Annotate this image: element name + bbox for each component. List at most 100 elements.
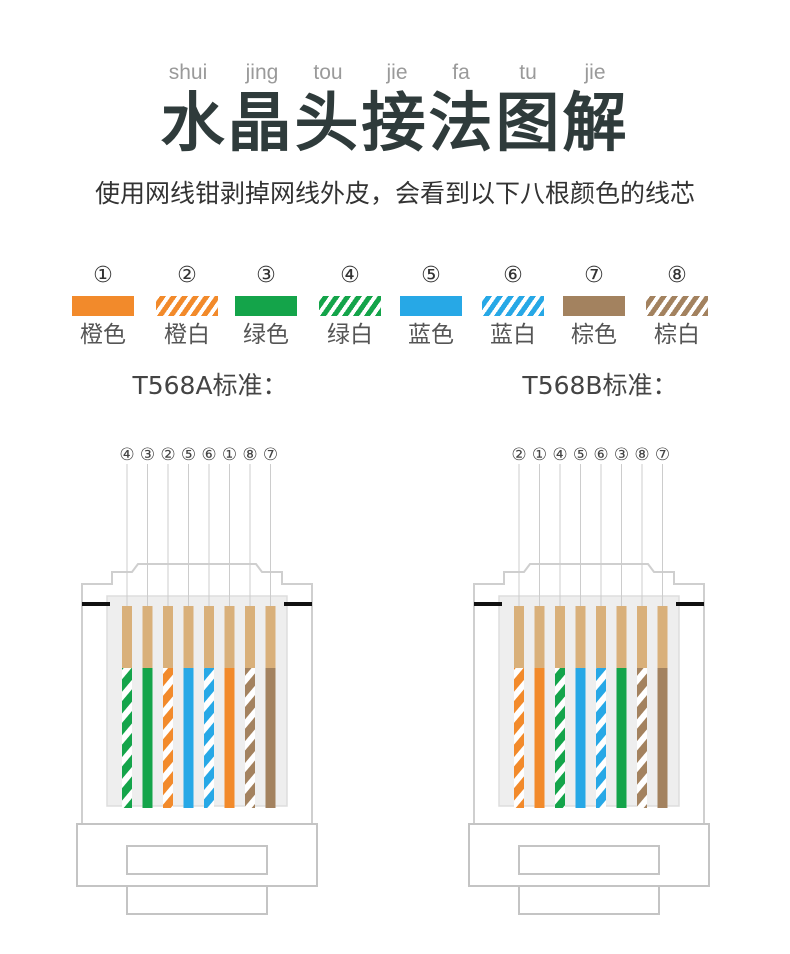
legend-label: 绿白 (327, 322, 373, 348)
wire-order-label: ① (222, 445, 237, 465)
wire-tip (534, 606, 545, 668)
legend-item-green: ③ 绿色 (224, 262, 308, 350)
wire-order-label: ⑥ (593, 445, 608, 465)
wire-core (122, 668, 132, 808)
plug-boot-slot (126, 845, 268, 875)
legend-label: 棕白 (654, 322, 700, 348)
legend-label: 橙白 (164, 322, 210, 348)
wire-core (555, 668, 565, 808)
wire-core (265, 668, 276, 808)
page-subtitle: 使用网线钳剥掉网线外皮，会看到以下八根颜色的线芯 (94, 179, 695, 208)
wire-tip (575, 606, 586, 668)
legend-number: ① (93, 263, 113, 288)
wire-core (204, 668, 214, 808)
legend-swatch (400, 296, 462, 316)
wire-tip (122, 606, 132, 668)
wire-order-label: ① (532, 445, 547, 465)
legend-label: 绿色 (243, 322, 289, 348)
pinyin-row: shui jing tou jie fa tu jie (0, 60, 790, 86)
wire-order-label: ④ (119, 445, 134, 465)
legend-swatch (319, 296, 381, 316)
wire-core (142, 668, 153, 808)
wire-core (575, 668, 586, 808)
pinyin-syllable: jing (245, 61, 279, 84)
wire-order-label: ④ (552, 445, 567, 465)
t568a-label: T568A标准： (132, 371, 288, 400)
wire-core (183, 668, 194, 808)
page-title: 水晶头接法图解 (160, 87, 630, 161)
wire-order-label: ⑧ (634, 445, 649, 465)
legend-label: 棕色 (571, 322, 617, 348)
legend-swatch (235, 296, 297, 316)
pinyin-syllable: tu (519, 61, 537, 84)
pinyin-syllable: shui (168, 61, 208, 84)
legend-number: ⑥ (503, 263, 523, 288)
wire-order-label: ⑦ (263, 445, 278, 465)
t568b-label: T568B标准： (522, 371, 678, 400)
legend-number: ③ (256, 263, 276, 288)
wire-core (514, 668, 524, 808)
wire-tip (514, 606, 524, 668)
plug-cable-end (126, 885, 268, 915)
wire-tip (245, 606, 255, 668)
plug-top-outline (81, 563, 313, 604)
wire-tip (163, 606, 173, 668)
wire-tip (555, 606, 565, 668)
legend-item-brown-white: ⑧ 棕白 (635, 262, 719, 350)
plug-top-outline (473, 563, 705, 604)
legend-label: 橙色 (80, 322, 126, 348)
plug-housing (106, 595, 288, 807)
wire-tip (616, 606, 627, 668)
plug-cable-end (518, 885, 660, 915)
wire-core (534, 668, 545, 808)
wire-core (616, 668, 627, 808)
wire-order-label: ③ (140, 445, 155, 465)
wire-core (657, 668, 668, 808)
wire-core (163, 668, 173, 808)
legend-swatch (156, 296, 218, 316)
wire-tip (265, 606, 276, 668)
wire-order-label: ⑤ (573, 445, 588, 465)
wire-tip (204, 606, 214, 668)
pinyin-syllable: jie (584, 61, 606, 84)
wire-tip (657, 606, 668, 668)
legend-item-blue: ⑤ 蓝色 (389, 262, 473, 350)
wire-core (224, 668, 235, 808)
wire-tip (142, 606, 153, 668)
legend-item-orange: ① 橙色 (61, 262, 145, 350)
wire-order-label: ② (160, 445, 175, 465)
legend-item-blue-white: ⑥ 蓝白 (471, 262, 555, 350)
wire-tip (224, 606, 235, 668)
legend-label: 蓝色 (408, 322, 454, 348)
wire-order-label: ② (511, 445, 526, 465)
legend-number: ② (177, 263, 197, 288)
plug-housing (498, 595, 680, 807)
legend-number: ⑧ (667, 263, 687, 288)
legend-swatch (72, 296, 134, 316)
plug-boot-slot (518, 845, 660, 875)
legend-item-orange-white: ② 橙白 (145, 262, 229, 350)
wire-order-label: ③ (614, 445, 629, 465)
legend-label: 蓝白 (490, 322, 536, 348)
legend-item-brown: ⑦ 棕色 (552, 262, 636, 350)
legend-item-green-white: ④ 绿白 (308, 262, 392, 350)
legend-swatch (482, 296, 544, 316)
wire-tip (637, 606, 647, 668)
legend-number: ⑦ (584, 263, 604, 288)
pinyin-syllable: jie (386, 61, 408, 84)
wire-order-label: ⑤ (181, 445, 196, 465)
wire-core (637, 668, 647, 808)
legend-swatch (646, 296, 708, 316)
wire-core (596, 668, 606, 808)
pinyin-syllable: tou (313, 61, 343, 84)
legend-swatch (563, 296, 625, 316)
wire-order-label: ⑦ (655, 445, 670, 465)
wire-order-label: ⑥ (201, 445, 216, 465)
plug-boot (76, 823, 318, 887)
legend-number: ⑤ (421, 263, 441, 288)
wire-tip (596, 606, 606, 668)
